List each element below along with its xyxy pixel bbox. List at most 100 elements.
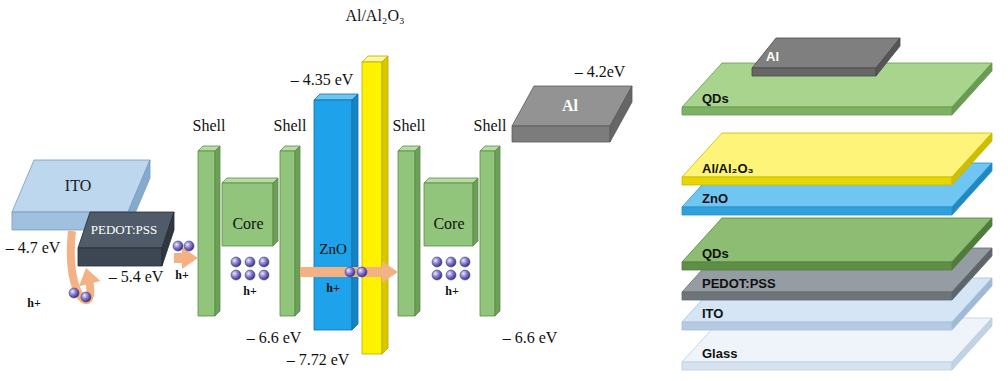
hole-ball — [259, 270, 269, 280]
energy-level: – 4.35 eV — [291, 71, 354, 89]
hole-ball — [184, 241, 194, 251]
front-face — [398, 151, 415, 316]
side-face — [495, 146, 500, 316]
top-face — [682, 318, 992, 362]
label-anchor: h+ — [326, 282, 340, 296]
shell-bar: Shell — [198, 146, 220, 316]
front-face — [682, 362, 952, 370]
side-face — [352, 94, 358, 330]
pedot-slab: PEDOT:PSS — [78, 212, 174, 266]
side-face — [952, 318, 992, 370]
layer-shape — [222, 178, 278, 246]
hole-ball — [357, 267, 367, 277]
side-face — [382, 56, 388, 354]
core-box: Core — [424, 178, 478, 246]
label-anchor: – 4.35 eV — [291, 71, 354, 89]
front-face — [78, 248, 162, 266]
hole-ball — [259, 257, 269, 267]
hole-ball — [69, 288, 79, 298]
label-anchor: – 6.6 eV — [247, 329, 302, 347]
label-anchor: h+ — [175, 269, 189, 283]
hole-ball — [81, 292, 91, 302]
front-face — [512, 126, 610, 142]
hole-ball — [432, 270, 442, 280]
side-face — [162, 212, 174, 266]
label-anchor: – 4.7 eV — [6, 239, 61, 257]
charge-label: h+ — [445, 285, 459, 299]
side-face — [952, 218, 992, 270]
top-face — [752, 38, 900, 68]
front-face — [682, 262, 952, 270]
hole-ball — [345, 267, 355, 277]
front-face — [280, 151, 295, 316]
shell-bar: Shell — [398, 146, 420, 316]
alumina-bar: Al/Al₂O₃ — [362, 56, 388, 354]
al-slab: Al — [512, 86, 632, 142]
label-anchor: – 7.72 eV — [287, 351, 350, 369]
layer-shape — [362, 56, 388, 354]
material-label: ITO — [65, 177, 91, 195]
front-face — [222, 183, 273, 246]
arrow-shaft — [174, 253, 186, 263]
layer-label: ITO — [702, 307, 723, 322]
material-label: Al/Al₂O₃ — [345, 7, 404, 25]
side-face — [952, 63, 992, 115]
top-face — [314, 94, 358, 100]
layer-label: PEDOT:PSS — [702, 277, 776, 292]
alumina-layer: Al/Al₂O₃ — [682, 133, 992, 185]
al-electrode: Al — [752, 38, 900, 76]
front-face — [682, 107, 952, 115]
label-anchor: – 6.6 eV — [503, 329, 558, 347]
side-face — [273, 178, 278, 246]
top-face — [682, 218, 992, 262]
shell-bar: Shell — [480, 146, 500, 316]
top-face — [682, 133, 992, 177]
top-face — [12, 160, 150, 212]
hole-particle-group — [69, 241, 470, 302]
hole-ball — [245, 270, 255, 280]
charge-label: h+ — [175, 269, 189, 283]
hole-ball — [173, 241, 183, 251]
material-label: Al — [562, 97, 578, 115]
core-box: Core — [222, 178, 278, 246]
hole-ball — [446, 257, 456, 267]
top-face — [424, 178, 478, 183]
shell-label: Shell — [274, 117, 307, 135]
charge-label: h+ — [326, 282, 340, 296]
top-face — [682, 63, 992, 107]
arrow-head — [79, 268, 100, 286]
side-face — [473, 178, 478, 246]
layer-shape — [480, 146, 500, 316]
layer-label: Al — [766, 50, 779, 65]
side-face — [215, 146, 220, 316]
layer-shape — [398, 146, 420, 316]
hole-transfer-arrow — [300, 261, 398, 283]
front-face — [682, 177, 952, 185]
front-face — [362, 62, 382, 354]
layer-label: Al/Al₂O₃ — [702, 162, 754, 177]
layer-shape — [280, 146, 300, 316]
hole-transfer-arrow — [174, 247, 198, 269]
energy-level: – 7.72 eV — [287, 351, 350, 369]
energy-level: – 4.2eV — [575, 63, 626, 81]
top-face — [78, 212, 174, 248]
label-anchor: h+ — [445, 285, 459, 299]
hole-ball — [231, 257, 241, 267]
arrow-shaft — [71, 231, 91, 300]
charge-label: h+ — [243, 285, 257, 299]
shell-label: Shell — [474, 117, 507, 135]
front-face — [682, 322, 952, 330]
side-face — [876, 38, 900, 76]
energy-level: – 6.6 eV — [503, 329, 558, 347]
hole-ball — [432, 257, 442, 267]
arrow-head — [382, 261, 398, 283]
top-face — [222, 178, 278, 183]
layer-shape — [198, 146, 220, 316]
shell-label: Shell — [193, 117, 226, 135]
core-label: Core — [232, 215, 263, 233]
side-face — [295, 146, 300, 316]
front-face — [752, 68, 876, 76]
